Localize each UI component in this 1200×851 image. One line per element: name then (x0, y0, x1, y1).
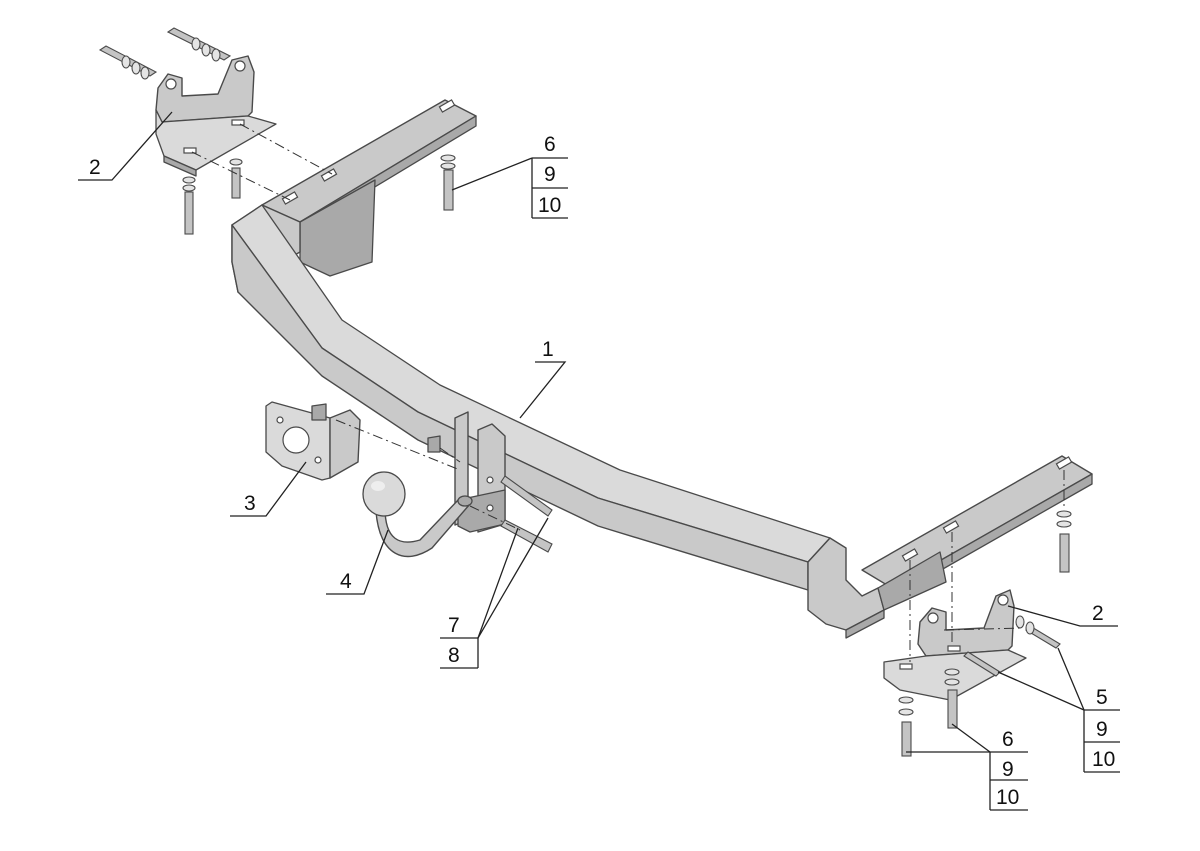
label-group-right-lower-2: 9 (1002, 758, 1014, 781)
callout-ball-neck: 4 (326, 529, 389, 595)
label-group-right-upper-1: 5 (1096, 686, 1108, 709)
callout-group-right-upper: 5 9 10 (997, 647, 1120, 773)
label-group-right-lower-3: 10 (996, 786, 1019, 809)
callout-left-bracket: 2 (78, 111, 173, 181)
tow-bar-beam (231, 99, 1093, 639)
label-group-center-1: 7 (448, 614, 460, 637)
label-group-right-lower-1: 6 (1002, 728, 1014, 751)
assembly-axes (191, 123, 1065, 662)
label-beam: 1 (542, 338, 554, 361)
label-group-right-upper-3: 10 (1092, 748, 1115, 771)
callout-right-bracket: 2 (1007, 602, 1118, 627)
callout-group-center: 7 8 (440, 517, 549, 669)
callout-group-right-lower: 6 9 10 (906, 723, 1028, 811)
tow-ball-neck (362, 471, 473, 558)
label-ball-neck: 4 (340, 570, 352, 593)
label-group-top-right-1: 6 (544, 133, 556, 156)
label-group-right-upper-2: 9 (1096, 718, 1108, 741)
label-right-bracket: 2 (1092, 602, 1104, 625)
label-group-top-right-3: 10 (538, 194, 561, 217)
callout-group-top-right: 6 9 10 (451, 133, 568, 219)
label-left-bracket: 2 (89, 156, 101, 179)
callout-socket-plate: 3 (230, 461, 307, 517)
label-group-top-right-2: 9 (544, 163, 556, 186)
callout-beam: 1 (519, 338, 567, 419)
label-socket-plate: 3 (244, 492, 256, 515)
label-group-center-2: 8 (448, 644, 460, 667)
socket-plate (265, 401, 441, 481)
fasteners (98, 27, 1072, 757)
left-bracket (155, 55, 277, 177)
